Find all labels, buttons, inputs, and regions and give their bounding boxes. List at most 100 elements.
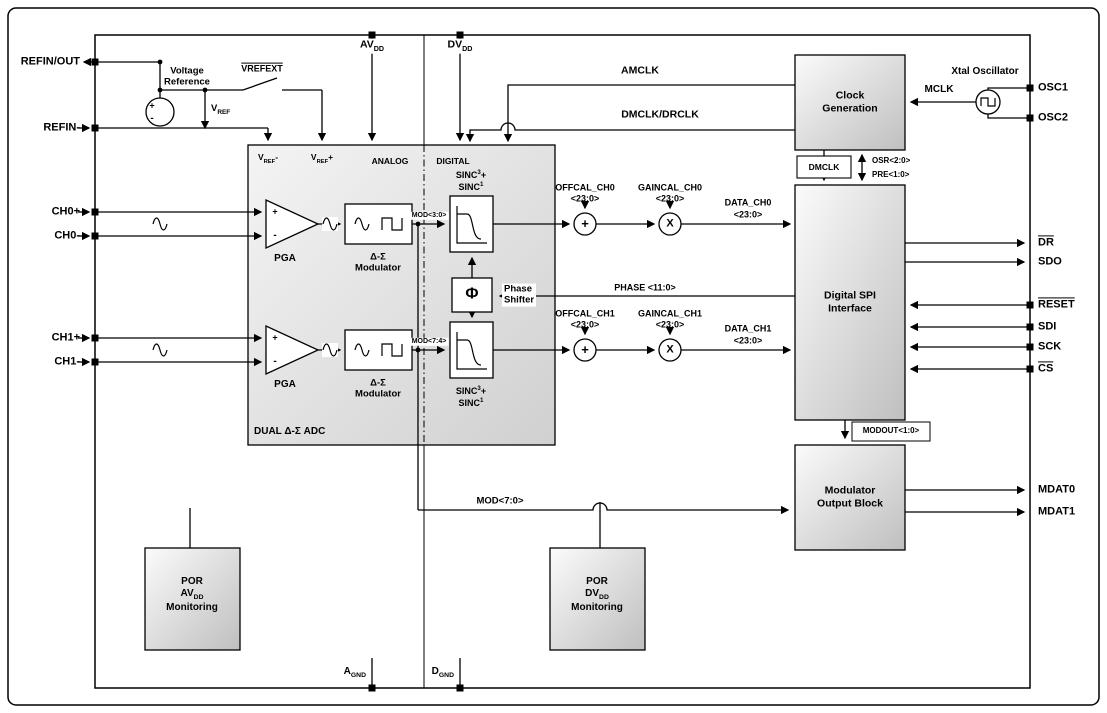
osc1-pin-label: OSC1: [1038, 81, 1068, 94]
pga-ch0-symbol: [265, 198, 320, 250]
refin-minus-pin-label: REFIN-: [43, 121, 80, 134]
ch1-minus-pin-label: CH1-: [54, 355, 80, 368]
vref-plus-terminal: +: [149, 100, 155, 111]
lowpass-filter-icon: [456, 332, 487, 370]
dr-pin-label: DR: [1038, 236, 1054, 249]
squarewave-icon: [980, 97, 996, 107]
ch0-plus-pin-label: CH0+: [51, 205, 80, 218]
clock-generation-label: Clock Generation: [822, 89, 878, 114]
modulator-ch0-box: [344, 203, 413, 245]
mclk-label: MCLK: [924, 84, 954, 95]
gain-multiplier-ch0: [658, 212, 682, 236]
data-ch0-label: DATA_CH0: [724, 197, 772, 208]
sine-icon: [152, 217, 168, 231]
data-ch0-width: <23:0>: [733, 209, 763, 220]
mod-ch0-bus-label: MOD<3:0>: [409, 211, 449, 221]
mod-ch1-bus-label: MOD<7:4>: [409, 337, 449, 347]
data-ch1-label: DATA_CH1: [724, 323, 772, 334]
digital-domain-label: DIGITAL: [436, 155, 470, 166]
junction-dots: [157, 59, 421, 353]
vref-minus-node-label: VREF-: [257, 152, 279, 165]
phase-shifter-label: Phase Shifter: [502, 283, 537, 307]
sine-icon: [354, 343, 370, 357]
lowpass-filter-icon: [456, 206, 487, 244]
ch0-minus-pin-label: CH0-: [54, 229, 80, 242]
amclk-label: AMCLK: [621, 64, 659, 77]
mdat0-pin-label: MDAT0: [1038, 483, 1076, 496]
modulator-ch0-label: Δ-Σ Modulator: [355, 251, 401, 274]
modout-bus-label: MODOUT<1:0>: [862, 426, 920, 436]
dgnd-pin-label: DGND: [431, 665, 454, 679]
modulator-ch1-label: Δ-Σ Modulator: [355, 377, 401, 400]
sine-icon: [152, 343, 168, 357]
gaincal-ch1-label: GAINCAL_CH1: [637, 308, 703, 319]
offset-adder-ch1: [573, 338, 597, 362]
mod-bus-label: MOD<7:0>: [476, 495, 524, 507]
sdi-pin-label: SDI: [1038, 320, 1057, 333]
vrefext-label: VREFEXT: [241, 63, 283, 74]
vref-label: VREF: [211, 103, 231, 117]
gain-multiplier-ch1: [658, 338, 682, 362]
sine-icon: [322, 217, 338, 231]
pga1-plus-input: +: [272, 206, 278, 217]
gaincal-ch0-width: <23:0>: [655, 193, 685, 204]
pga1-minus-input: -: [273, 230, 277, 241]
dmclk-drclk-label: DMCLK/DRCLK: [621, 108, 699, 121]
por-dvdd-label: POR DVDD Monitoring: [571, 575, 623, 614]
agnd-pin-label: AGND: [343, 665, 366, 679]
mdat1-pin-label: MDAT1: [1038, 505, 1076, 518]
lowpass-filter-icon: [457, 213, 482, 240]
pin-squares: [91, 31, 1034, 692]
pga-ch1-symbol: [265, 324, 320, 376]
figure-border: [7, 7, 1100, 706]
analog-domain-label: ANALOG: [371, 155, 409, 166]
clock-generation-block: [794, 54, 906, 151]
adder-ch1-symbol: +: [581, 342, 589, 358]
por-avdd-block: [144, 547, 241, 651]
offset-adder-ch0: [573, 212, 597, 236]
sdo-pin-label: SDO: [1038, 255, 1062, 268]
lowpass-filter-icon: [457, 339, 482, 366]
dmclk-box: [796, 155, 852, 179]
multiplier-ch1-symbol: X: [666, 343, 674, 356]
sinc-filter-ch0-label: SINC3+ SINC1: [455, 169, 487, 192]
dvdd-pin-label: DVDD: [445, 38, 475, 54]
modulator-output-block-label: Modulator Output Block: [817, 484, 883, 509]
adder-ch0-symbol: +: [581, 216, 589, 232]
sinc-filter-ch1-label: SINC3+ SINC1: [455, 385, 487, 408]
phase-bus-label: PHASE <11:0>: [614, 282, 676, 293]
digital-spi-interface-block: [794, 184, 906, 421]
dmclk-box-label: DMCLK: [808, 161, 840, 172]
xtal-oscillator-label: Xtal Oscillator: [951, 66, 1019, 77]
gaincal-ch0-label: GAINCAL_CH0: [637, 182, 703, 193]
digital-spi-interface-label: Digital SPI Interface: [824, 289, 876, 314]
sine-icon: [322, 343, 338, 357]
phi-symbol: Φ: [465, 285, 479, 303]
vref-plus-node-label: VREF+: [310, 152, 334, 165]
vref-minus-terminal: -: [150, 113, 154, 124]
voltage-reference-label: Voltage Reference: [164, 65, 210, 88]
pga2-minus-input: -: [273, 356, 277, 367]
symbols-layer: [145, 89, 1001, 376]
ch1-plus-pin-label: CH1+: [51, 331, 80, 344]
pga2-plus-input: +: [272, 332, 278, 343]
offcal-ch0-width: <23:0>: [570, 193, 600, 204]
modulator-ch1-box: [344, 329, 413, 371]
modulator-output-block: [794, 444, 906, 551]
squarewave-icon: [381, 217, 403, 231]
data-ch1-width: <23:0>: [733, 335, 763, 346]
offcal-ch1-width: <23:0>: [570, 319, 600, 330]
wires: [78, 35, 1030, 688]
refin-out-pin-label: REFIN/OUT: [20, 55, 80, 68]
pga1-label: PGA: [274, 253, 296, 264]
modout-bus-box: [851, 421, 931, 442]
osc2-pin-label: OSC2: [1038, 111, 1068, 124]
phase-shifter-box: [451, 277, 493, 313]
gaincal-ch1-width: <23:0>: [655, 319, 685, 330]
glyphs: [152, 97, 996, 370]
por-dvdd-block: [549, 547, 646, 651]
por-avdd-label: POR AVDD Monitoring: [166, 575, 218, 614]
voltage-reference-symbol: [145, 97, 175, 127]
reset-pin-label: RESET: [1038, 298, 1075, 311]
